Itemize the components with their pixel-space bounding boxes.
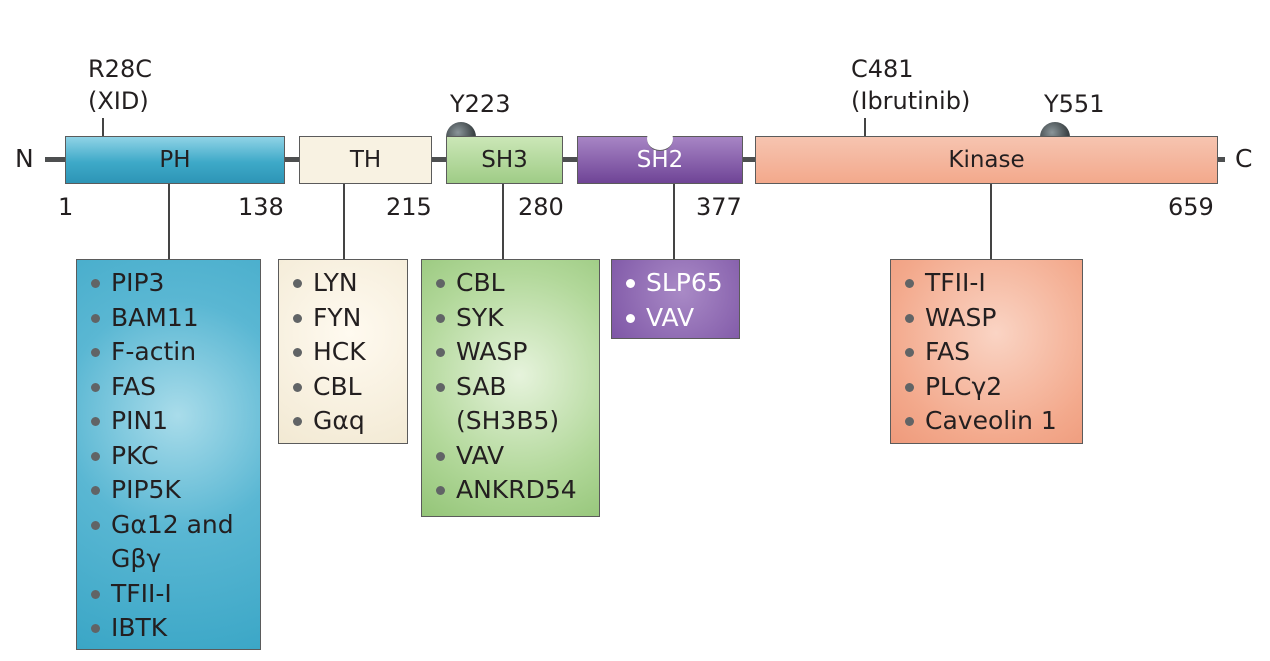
th-partner-g-alpha-q: Gαq xyxy=(291,404,407,439)
sh3-partner-sab: SAB (SH3B5) xyxy=(434,370,566,439)
ph-partner-f-actin: F-actin xyxy=(89,335,260,370)
r28c-mutation: R28C xyxy=(88,55,152,83)
sh2-binding-notch xyxy=(647,127,673,151)
kinase-partners-list: TFII-I WASP FAS PLCγ2 Caveolin 1 xyxy=(903,266,1082,439)
th-partners-box: LYN FYN HCK CBL Gαq xyxy=(278,259,408,444)
kinase-partner-plc-gamma2: PLCγ2 xyxy=(903,370,1082,405)
sh2-partner-vav: VAV xyxy=(624,301,739,336)
ph-partner-ibtk: IBTK xyxy=(89,611,260,646)
sh2-partners-list: SLP65 VAV xyxy=(624,266,739,335)
position-280: 280 xyxy=(518,193,564,221)
c481-site-label: C481 (Ibrutinib) xyxy=(851,53,970,117)
th-connector xyxy=(343,184,345,259)
ph-partner-fas: FAS xyxy=(89,370,260,405)
sh2-partners-box: SLP65 VAV xyxy=(611,259,740,339)
position-138: 138 xyxy=(238,193,284,221)
n-terminus-label: N xyxy=(15,144,34,173)
th-domain: TH xyxy=(299,136,432,184)
sh2-domain-label: SH2 xyxy=(636,147,684,173)
th-partner-lyn: LYN xyxy=(291,266,407,301)
ph-partner-tfii-i: TFII-I xyxy=(89,577,260,612)
ph-partner-pkc: PKC xyxy=(89,439,260,474)
position-659: 659 xyxy=(1168,193,1214,221)
kinase-partner-fas: FAS xyxy=(903,335,1082,370)
ph-partner-g-alpha12-g-beta-gamma: Gα12 and Gβγ xyxy=(89,508,261,577)
ph-partner-bam11: BAM11 xyxy=(89,301,260,336)
th-partner-hck: HCK xyxy=(291,335,407,370)
kinase-domain: Kinase xyxy=(755,136,1218,184)
sh3-partner-syk: SYK xyxy=(434,301,599,336)
sh3-partner-vav: VAV xyxy=(434,439,599,474)
sh3-connector xyxy=(502,184,504,259)
sh3-partners-list: CBL SYK WASP SAB (SH3B5) VAV ANKRD54 xyxy=(434,266,599,508)
sh3-partners-box: CBL SYK WASP SAB (SH3B5) VAV ANKRD54 xyxy=(421,259,600,517)
th-domain-label: TH xyxy=(349,147,382,173)
c-terminus-label: C xyxy=(1235,144,1253,173)
y223-site-label: Y223 xyxy=(450,90,511,118)
sh2-partner-slp65: SLP65 xyxy=(624,266,739,301)
th-partner-cbl: CBL xyxy=(291,370,407,405)
r28c-tick xyxy=(102,118,104,136)
ph-partner-pip3: PIP3 xyxy=(89,266,260,301)
y551-site-label: Y551 xyxy=(1044,90,1105,118)
ph-partners-box: PIP3 BAM11 F-actin FAS PIN1 PKC PIP5K Gα… xyxy=(76,259,261,650)
c481-drug: (Ibrutinib) xyxy=(851,87,971,115)
kinase-partners-box: TFII-I WASP FAS PLCγ2 Caveolin 1 xyxy=(890,259,1083,444)
kinase-domain-label: Kinase xyxy=(948,147,1025,173)
th-partner-fyn: FYN xyxy=(291,301,407,336)
ph-domain: PH xyxy=(65,136,285,184)
ph-connector xyxy=(168,184,170,259)
kinase-connector xyxy=(990,184,992,259)
ph-domain-label: PH xyxy=(159,147,191,173)
position-1: 1 xyxy=(58,193,74,221)
r28c-site-label: R28C (XID) xyxy=(88,53,152,117)
sh2-connector xyxy=(673,184,675,259)
position-377: 377 xyxy=(696,193,742,221)
kinase-partner-caveolin1: Caveolin 1 xyxy=(903,404,1082,439)
c481-residue: C481 xyxy=(851,55,914,83)
sh3-partner-ankrd54: ANKRD54 xyxy=(434,473,599,508)
kinase-partner-tfii-i: TFII-I xyxy=(903,266,1082,301)
sh3-domain: SH3 xyxy=(446,136,563,184)
position-215: 215 xyxy=(386,193,432,221)
th-partners-list: LYN FYN HCK CBL Gαq xyxy=(291,266,407,439)
sh3-partner-wasp: WASP xyxy=(434,335,599,370)
sh3-partner-cbl: CBL xyxy=(434,266,599,301)
sh2-domain: SH2 xyxy=(577,136,743,184)
sh3-domain-label: SH3 xyxy=(481,147,528,173)
ph-partners-list: PIP3 BAM11 F-actin FAS PIN1 PKC PIP5K Gα… xyxy=(89,266,260,646)
c481-tick xyxy=(864,118,866,136)
ph-partner-pip5k: PIP5K xyxy=(89,473,260,508)
ph-partner-pin1: PIN1 xyxy=(89,404,260,439)
kinase-partner-wasp: WASP xyxy=(903,301,1082,336)
r28c-phenotype: (XID) xyxy=(88,87,149,115)
